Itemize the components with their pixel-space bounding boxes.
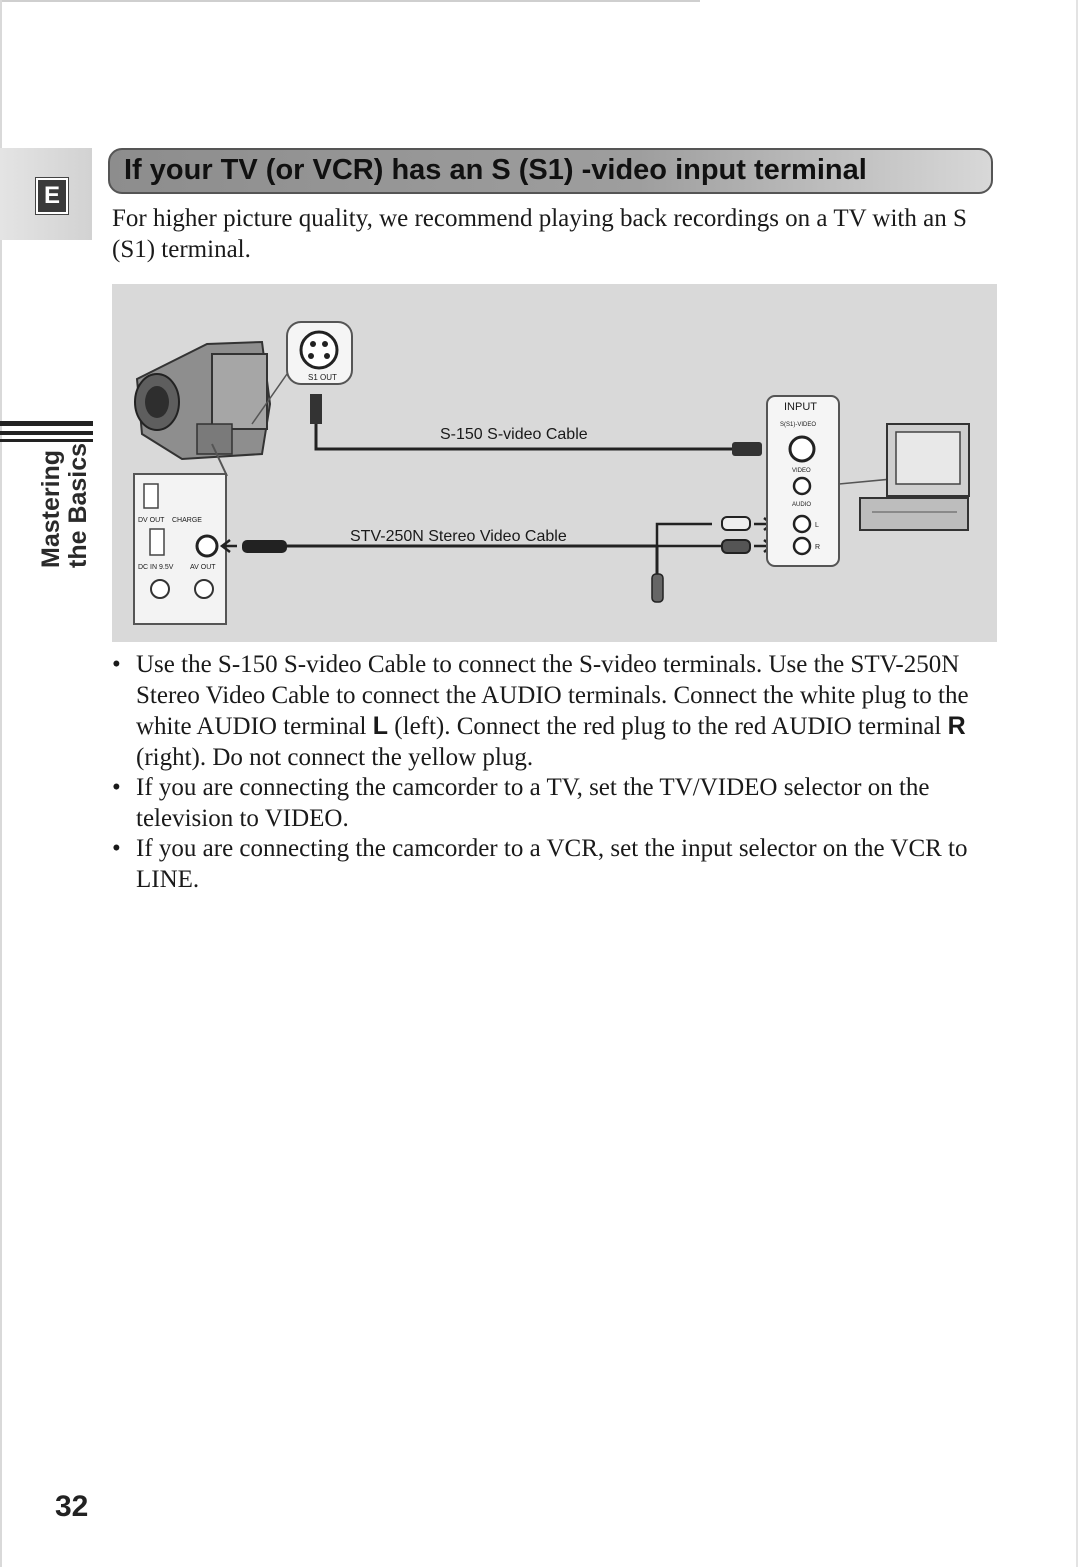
bullet-symbol: • — [112, 774, 121, 801]
page-number: 32 — [55, 1490, 89, 1523]
list-item: • If you are connecting the camcorder to … — [112, 834, 1002, 895]
audio-r-label: R — [815, 544, 820, 551]
section-label-line2: the Basics — [64, 442, 92, 568]
section-bar — [0, 431, 93, 435]
list-item: • If you are connecting the camcorder to … — [112, 773, 1002, 834]
section-bar — [0, 421, 93, 426]
language-letter: E — [36, 178, 68, 214]
dv-out-label: DV OUT — [138, 517, 165, 524]
section-bar — [0, 439, 93, 442]
intro-paragraph: For higher picture quality, we recommend… — [112, 205, 967, 263]
section-heading: If your TV (or VCR) has an S (S1) -video… — [108, 148, 993, 194]
bullet-text: (right). Do not connect the yellow plug. — [136, 743, 534, 771]
camcorder-jack-panel: DV OUT CHARGE DC IN 9.5V AV OUT — [133, 443, 228, 625]
s1-out-callout: S1 OUT — [251, 321, 353, 425]
bullet-text: Use the S-150 S-video Cable to connect t… — [136, 651, 969, 740]
left-margin-rule — [0, 0, 2, 1567]
top-rule — [0, 0, 700, 2]
tv-illustration — [859, 423, 970, 531]
bullet-text: If you are connecting the camcorder to a… — [136, 774, 930, 832]
svideo-label: S(S1)-VIDEO — [780, 422, 816, 428]
section-label-line1: Mastering — [37, 449, 65, 568]
camcorder-illustration — [134, 340, 272, 461]
s-video-cable-label: S-150 S-video Cable — [440, 426, 588, 443]
connection-diagram: DV OUT CHARGE DC IN 9.5V AV OUT S1 OUT S… — [112, 284, 997, 642]
input-label: INPUT — [784, 401, 817, 413]
s1-out-label: S1 OUT — [308, 373, 337, 382]
bullet-symbol: • — [112, 651, 121, 678]
bullet-symbol: • — [112, 835, 121, 862]
dc-in-label: DC IN 9.5V — [138, 564, 174, 571]
av-out-label: AV OUT — [190, 564, 216, 571]
section-heading-text: If your TV (or VCR) has an S (S1) -video… — [124, 154, 867, 186]
video-label: VIDEO — [792, 468, 811, 474]
charge-label: CHARGE — [172, 517, 202, 524]
s-video-cable: S-150 S-video Cable — [310, 394, 786, 457]
instruction-list: • Use the S-150 S-video Cable to connect … — [112, 650, 1002, 895]
stereo-cable-label: STV-250N Stereo Video Cable — [350, 528, 567, 545]
right-margin-rule — [1076, 0, 1078, 1567]
audio-l-label: L — [815, 522, 819, 529]
tv-input-panel: INPUT S(S1)-VIDEO VIDEO AUDIO L R — [766, 395, 893, 567]
diagram-svg: DV OUT CHARGE DC IN 9.5V AV OUT S1 OUT S… — [133, 321, 970, 625]
section-label: Mastering the Basics — [37, 368, 92, 568]
bullet-text: (left). Connect the red plug to the red … — [388, 713, 948, 740]
bullet-text: If you are connecting the camcorder to a… — [136, 835, 968, 893]
terminal-r-bold: R — [947, 712, 966, 740]
terminal-l-bold: L — [372, 712, 389, 740]
audio-label: AUDIO — [792, 502, 811, 508]
stereo-video-cable: STV-250N Stereo Video Cable — [219, 516, 775, 603]
list-item: • Use the S-150 S-video Cable to connect … — [112, 650, 1002, 773]
